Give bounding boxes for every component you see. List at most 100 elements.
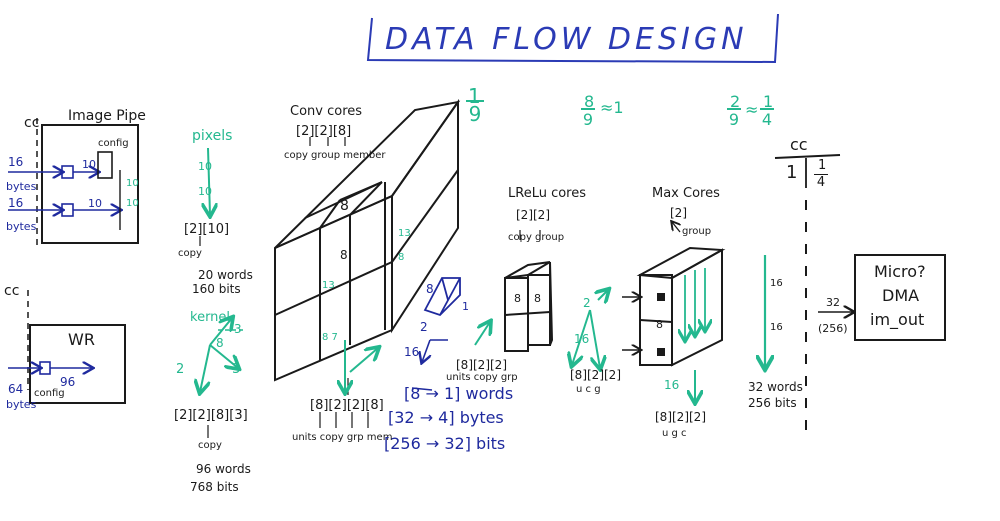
conv-out-dims: [8][2][2][8] [310,398,384,413]
wr-in-unit: bytes [6,398,37,411]
conv-front-label-2: 8 7 [322,332,338,343]
ratio-2-num: 8 [584,92,595,111]
conv-title: Conv cores [290,104,363,119]
cc-label-mid: cc [4,283,20,299]
image-pipe-w2: 10 [88,197,102,210]
dma-line-3: im_out [870,310,925,329]
max-dims: [2] [670,206,687,220]
cc-right-frac-num: 1 [818,158,827,173]
max-in-16: 16 [664,378,680,392]
transform-w4: 16 [404,345,420,359]
ratio-2-approx: ≈1 [600,98,624,117]
lrelu-cores-block [504,261,554,352]
cc-right-one: 1 [786,162,798,183]
wr-out: 96 [60,375,76,389]
transform-line-words: [8 → 1] words [404,384,514,403]
lrelu-annotation: copy group [508,232,565,243]
lrelu-in-2: 2 [583,296,591,310]
transform-w2: 1 [462,300,469,313]
cc-label-right: cc [790,135,808,154]
conv-cube-label-a: 8 [340,198,349,214]
ratio-1-den: 9 [466,100,484,126]
transform-w1: 8 [426,282,434,296]
pixels-bits: 160 bits [192,282,241,296]
cc-label-top: cc [24,115,40,131]
max-title: Max Cores [652,186,720,201]
lrelu-out-annotation: u c g [576,384,601,395]
pixels-label: pixels [192,128,233,144]
ratio-3-num2: 1 [763,92,774,111]
wr-title: WR [68,330,95,349]
image-pipe-in1-num: 16 [8,155,24,169]
image-pipe-config: config [98,138,129,149]
ratio-3-den2: 4 [760,108,774,129]
ratio-3-den: 9 [727,108,741,129]
conv-out-annotation: units copy grp mem [292,432,393,443]
conv-dims: [2][2][8] [296,124,352,139]
wr-config: config [34,388,65,399]
image-pipe-in1-unit: bytes [6,180,37,193]
kernel-bits: 768 bits [190,480,239,494]
final-arrow-n: 32 [826,296,840,309]
conv-cube-label-b: 8 [340,248,348,262]
pixels-copy: copy [178,248,202,259]
cc-right-frac-den: 4 [814,174,828,190]
image-pipe-box [41,124,139,244]
kernel-axis-a: 2 [176,362,185,377]
lrelu-dims: [2][2] [516,208,550,222]
max-out-annotation: u g c [662,428,687,439]
ratio-1-num: 1 [468,84,481,108]
pixels-dims: [2][10] [184,222,230,237]
dma-box [854,254,946,341]
image-pipe-side1: 10 [126,178,139,189]
pixels-n1: 10 [198,160,212,173]
title-bracket [366,13,779,64]
max-out-dims: [8][2][2] [655,410,706,424]
kernel-words: 96 words [196,462,251,476]
max-label-8: 8 [656,318,663,331]
dma-line-1: Micro? [874,262,926,281]
image-pipe-in2-unit: bytes [6,220,37,233]
image-pipe-side2: 10 [126,198,139,209]
kernel-label: kernel [190,310,231,325]
lrelu-in-16: 16 [574,332,590,346]
final-bits: 256 bits [748,396,797,410]
final-words: 32 words [748,380,803,394]
transform-dims: [8][2][2] [456,358,507,372]
final-n1: 16 [770,278,783,289]
max-cores-block [636,246,726,367]
conv-side-label-2: 8 [398,252,405,263]
wr-box [29,324,126,404]
conv-annotation: copy group member [284,150,386,161]
conv-side-label-1: 13 [398,228,411,239]
pixels-words: 20 words [198,268,253,282]
conv-front-label-1: 13 [322,280,335,291]
lrelu-out-dims: [8][2][2] [570,368,621,382]
max-annotation: group [682,226,712,237]
image-pipe-in2-num: 16 [8,196,24,210]
kernel-axis-c: 8 [216,336,224,350]
transform-dims-annotation: units copy grp [446,372,518,383]
kernel-dims: [2][2][8][3] [174,408,248,423]
transform-w3: 2 [420,320,428,334]
lrelu-title: LReLu cores [508,186,587,201]
kernel-axis-d: 3 [234,322,242,336]
image-pipe-w1: 10 [82,158,96,171]
ratio-3-approx: ≈ [745,100,759,119]
kernel-axis-b: 3 [232,362,241,377]
wr-in-num: 64 [8,382,24,396]
lrelu-label-b: 8 [534,292,541,305]
dma-line-2: DMA [882,286,920,305]
conv-cores-block [274,98,461,382]
final-arrow-n2: (256) [818,322,848,335]
lrelu-label-a: 8 [514,292,521,305]
final-n2: 16 [770,322,783,333]
image-pipe-title: Image Pipe [68,108,146,124]
pixels-n2: 10 [198,185,212,198]
page-title: DATA FLOW DESIGN [385,22,748,57]
kernel-copy: copy [198,440,222,451]
transform-line-bytes: [32 → 4] bytes [388,408,504,427]
ratio-2-den: 9 [581,108,595,129]
